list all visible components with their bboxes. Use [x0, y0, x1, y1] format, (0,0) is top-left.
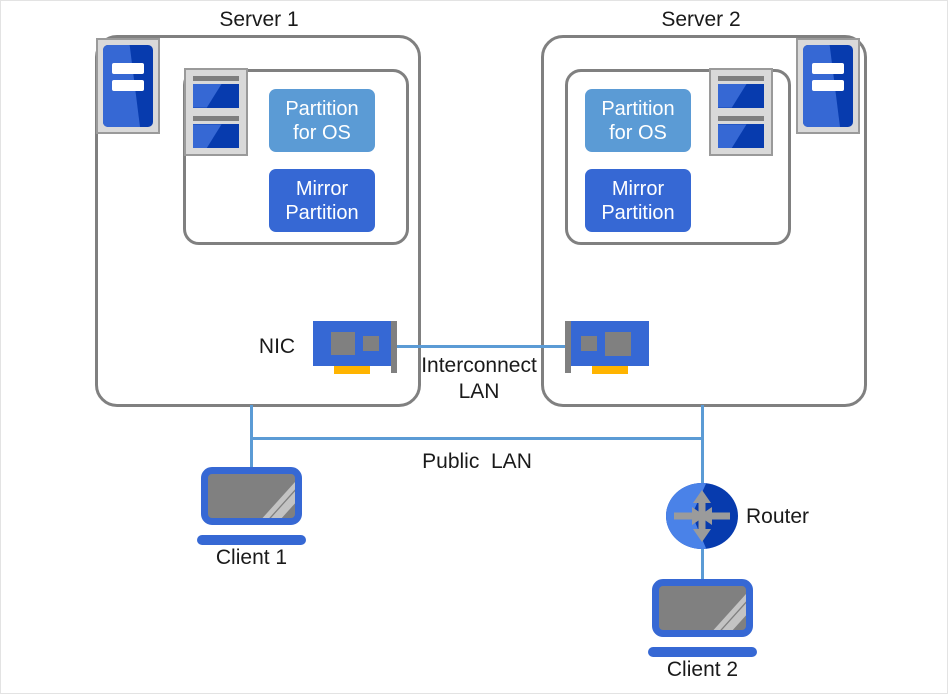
interconnect-lan-label: Interconnect LAN: [421, 354, 537, 403]
server-icon: [96, 38, 160, 134]
server-1-title: Server 1: [219, 8, 299, 31]
network-interface-card-icon: [313, 321, 403, 381]
disk-array-icon: [184, 68, 248, 156]
client-1-uplink: [250, 437, 253, 471]
router-label: Router: [746, 505, 810, 528]
public-lan-label: Public LAN: [422, 450, 532, 473]
nic-label: NIC: [258, 335, 296, 358]
partition-for-os-server-1: Partition for OS: [269, 89, 375, 152]
router-uplink: [701, 437, 704, 483]
server-2-downlink: [701, 405, 704, 439]
network-interface-card-icon: [565, 321, 655, 381]
partition-for-os-server-2: Partition for OS: [585, 89, 691, 152]
router-arrows-icon: [674, 490, 730, 542]
mirror-partition-server-1: Mirror Partition: [269, 169, 375, 232]
laptop-icon: [196, 467, 307, 545]
client-2-label: Client 2: [666, 658, 739, 681]
server-2-title: Server 2: [661, 8, 741, 31]
interconnect-lan-line: [394, 345, 574, 348]
laptop-icon: [647, 579, 758, 657]
server-icon: [796, 38, 860, 134]
server-1-downlink: [250, 405, 253, 439]
router-icon: [666, 483, 738, 549]
public-lan-bus: [250, 437, 704, 440]
router-to-client-2-link: [701, 547, 704, 581]
mirror-partition-server-2: Mirror Partition: [585, 169, 691, 232]
disk-array-icon: [709, 68, 773, 156]
client-1-label: Client 1: [215, 546, 288, 569]
